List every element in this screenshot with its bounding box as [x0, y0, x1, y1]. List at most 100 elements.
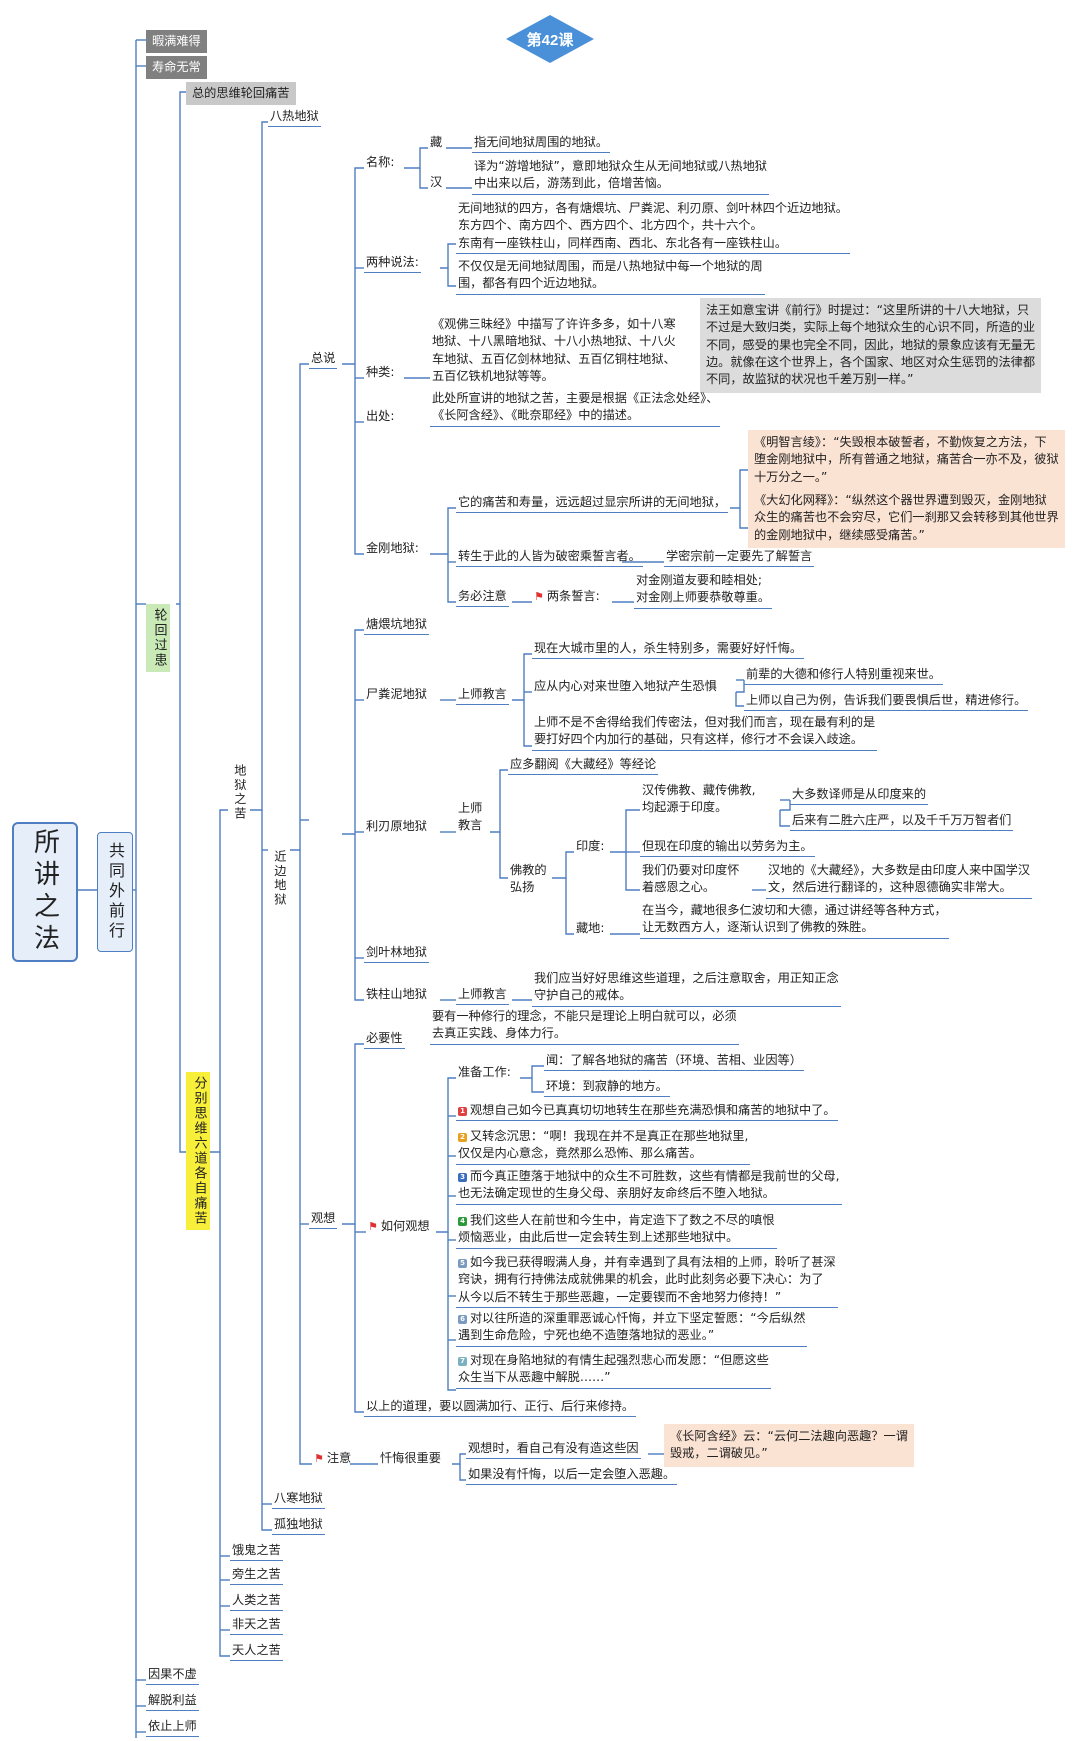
topic-node-n80[interactable]: 旁生之苦: [230, 1566, 283, 1586]
topic-node-n52[interactable]: 在当今，藏地很多仁波切和大德，通过讲经等各种方式， 让无数西方人，逐渐认识到了佛…: [640, 902, 949, 939]
topic-label: 藏: [430, 135, 443, 149]
topic-node-n43[interactable]: 佛教的 弘扬: [508, 862, 549, 897]
topic-node-n32[interactable]: 煻煨坑地狱: [364, 616, 429, 636]
topic-node-n23[interactable]: 金刚地狱:: [364, 540, 421, 557]
topic-node-n2[interactable]: 寿命无常: [146, 56, 207, 80]
topic-node-n24[interactable]: 它的痛苦和寿量，远远超过显宗所讲的无间地狱，: [456, 494, 729, 514]
topic-node-n25[interactable]: 《明智言绫》：“失毁根本破誓者，不勤恢复之方法，下 堕金刚地狱中，所有普通之地狱…: [748, 430, 1065, 490]
topic-node-n86[interactable]: 依止上师: [146, 1718, 199, 1738]
topic-node-n71[interactable]: 以上的道理，要以圆满加行、正行、后行来修持。: [364, 1398, 637, 1418]
topic-node-n37[interactable]: 前辈的大德和修行人特别重视来世。: [744, 666, 943, 686]
topic-node-n26[interactable]: 《大幻化网释》：“纵然这个器世界遭到毁灭，金刚地狱 众生的痛苦也不会穷尽，它们一…: [748, 488, 1065, 548]
topic-node-n84[interactable]: 因果不虚: [146, 1666, 199, 1686]
topic-label: 而今真正堕落于地狱中的众生不可胜数，这些有情都是我前世的父母, 也无法确定现世的…: [458, 1169, 840, 1201]
topic-label: 旁生之苦: [232, 1567, 281, 1581]
topic-label: 在当今，藏地很多仁波切和大德，通过讲经等各种方式， 让无数西方人，逐渐认识到了佛…: [642, 903, 947, 935]
topic-node-n17[interactable]: 不仅仅是无间地狱周围，而是八热地狱中每一个地狱的周 围，都各有四个近边地狱。: [456, 258, 765, 295]
topic-node-n34[interactable]: 上师教言: [456, 686, 509, 706]
topic-node-n6[interactable]: 地狱之苦: [228, 764, 249, 821]
topic-node-n19[interactable]: 《观佛三昧经》中描写了许许多多，如十八寒 地狱、十八黑暗地狱、十八小热地狱、十八…: [430, 316, 678, 385]
topic-label: 对金刚道友要和睦相处; 对金刚上师要恭敬尊重。: [636, 573, 771, 605]
topic-node-n75[interactable]: 《长阿含经》云：“云何二法趣向恶趣？一谓 毁戒，二谓破见。”: [664, 1424, 914, 1467]
topic-node-n57[interactable]: 必要性: [364, 1030, 405, 1050]
topic-node-n20[interactable]: 法王如意宝讲《前行》时提过：“这里所讲的十八大地狱，只 不过是大致归类，实际上每…: [700, 298, 1042, 393]
topic-node-n48[interactable]: 但现在印度的输出以劳务为主。: [640, 838, 815, 858]
topic-node-n53[interactable]: 剑叶林地狱: [364, 944, 429, 964]
topic-node-n76[interactable]: 如果没有忏悔，以后一定会堕入恶趣。: [466, 1466, 678, 1486]
topic-node-n59[interactable]: 观想: [309, 1210, 338, 1230]
topic-label: 对现在身陷地狱的有情生起强烈悲心而发愿：“但愿这些 众生当下从恶趣中解脱……”: [458, 1353, 769, 1385]
topic-node-n28[interactable]: 学密宗前一定要先了解誓言: [664, 548, 815, 568]
topic-node-n21[interactable]: 出处:: [364, 408, 396, 425]
topic-node-n60[interactable]: 如何观想: [366, 1218, 432, 1235]
topic-node-n79[interactable]: 饿鬼之苦: [230, 1542, 283, 1562]
topic-node-n22[interactable]: 此处所宣讲的地狱之苦，主要是根据《正法念处经》、 《长阿含经》、《毗奈耶经》中的…: [430, 390, 721, 427]
topic-label: 汉: [430, 175, 443, 189]
topic-node-n74[interactable]: 观想时，看自己有没有造这些因: [466, 1440, 641, 1460]
topic-node-n54[interactable]: 铁柱山地狱: [364, 986, 429, 1003]
topic-node-n8[interactable]: 近边地狱: [268, 850, 289, 907]
topic-node-n18[interactable]: 种类:: [364, 364, 396, 381]
topic-node-n36[interactable]: 应从内心对来世堕入地狱产生恐惧: [532, 678, 719, 695]
topic-node-n82[interactable]: 非天之苦: [230, 1616, 283, 1636]
topic-node-n78[interactable]: 孤独地狱: [272, 1516, 325, 1536]
topic-node-n81[interactable]: 人类之苦: [230, 1592, 283, 1612]
topic-node-n15[interactable]: 两种说法:: [364, 254, 421, 274]
topic-node-n50[interactable]: 汉地的《大藏经》，大多数是由印度人来中国学汉 文，然后进行翻译的，这种恩德确实非…: [766, 862, 1033, 899]
topic-node-n83[interactable]: 天人之苦: [230, 1642, 283, 1662]
root-topic[interactable]: 所讲之法: [12, 822, 78, 962]
topic-node-n51[interactable]: 藏地:: [574, 920, 606, 937]
topic-node-n45[interactable]: 大多数译师是从印度来的: [790, 786, 929, 806]
topic-node-n30[interactable]: 两条誓言:: [532, 588, 602, 605]
number-icon: 7: [458, 1357, 467, 1366]
topic-node-n55[interactable]: 上师教言: [456, 986, 509, 1006]
topic-node-n11[interactable]: 藏: [428, 134, 444, 151]
topic-node-n77[interactable]: 八寒地狱: [272, 1490, 325, 1510]
topic-node-n7[interactable]: 八热地狱: [268, 108, 321, 128]
topic-node-n27[interactable]: 转生于此的人皆为破密乘誓言者。: [456, 548, 643, 568]
topic-label: 不仅仅是无间地狱周围，而是八热地狱中每一个地狱的周 围，都各有四个近边地狱。: [458, 259, 763, 291]
topic-node-n14[interactable]: 译为“游增地狱”，意即地狱众生从无间地狱或八热地狱 中出来以后，游荡到此，倍增苦…: [472, 158, 769, 195]
topic-node-n10[interactable]: 名称:: [364, 154, 396, 171]
topic-node-n31[interactable]: 对金刚道友要和睦相处; 对金刚上师要恭敬尊重。: [634, 572, 773, 609]
topic-node-n56[interactable]: 我们应当好好思维这些道理，之后注意取舍，用正知正念 守护自己的戒体。: [532, 970, 841, 1007]
topic-node-n63[interactable]: 环境：到寂静的地方。: [544, 1078, 670, 1098]
topic-node-n61[interactable]: 准备工作:: [456, 1064, 513, 1081]
topic-node-n73[interactable]: 忏悔很重要: [378, 1450, 443, 1467]
topic-node-n42[interactable]: 上师 教言: [456, 800, 484, 835]
topic-node-n46[interactable]: 后来有二胜六庄严，以及千千万万智者们: [790, 812, 1014, 832]
topic-node-n72[interactable]: 注意: [312, 1450, 353, 1467]
topic-node-n33[interactable]: 尸粪泥地狱: [364, 686, 429, 703]
topic-label: 上师教言: [458, 987, 507, 1001]
topic-node-n16[interactable]: 无间地狱的四方，各有煻煨坑、尸粪泥、利刃原、剑叶林四个近边地狱。 东方四个、南方…: [456, 200, 850, 254]
topic-node-n40[interactable]: 应多翻阅《大藏经》等经论: [508, 756, 659, 776]
topic-node-n41[interactable]: 利刃原地狱: [364, 818, 429, 835]
topic-node-n1[interactable]: 暇满难得: [146, 30, 207, 54]
topic-node-n47[interactable]: 印度:: [574, 838, 606, 855]
subtopic-outer-preliminaries[interactable]: 共同外前行: [97, 832, 133, 952]
topic-node-n39[interactable]: 上师不是不舍得给我们传密法，但对我们而言，现在最有利的是 要打好四个内加行的基础…: [532, 714, 878, 751]
topic-node-n44[interactable]: 汉传佛教、藏传佛教, 均起源于印度。: [640, 782, 758, 817]
topic-node-n12[interactable]: 指无间地狱周围的地狱。: [472, 134, 611, 154]
topic-label: 应多翻阅《大藏经》等经论: [510, 757, 657, 771]
topic-node-n5[interactable]: 分别思维六道各自痛苦: [186, 1072, 211, 1230]
topic-node-n4[interactable]: 轮回过患: [146, 604, 171, 672]
topic-node-n38[interactable]: 上师以自己为例，告诉我们要畏惧后世，精进修行。: [744, 692, 1029, 712]
topic-node-n9[interactable]: 总说: [309, 350, 338, 370]
topic-node-n62[interactable]: 闻：了解各地狱的痛苦（环境、苦相、业因等）: [544, 1052, 804, 1072]
topic-node-n13[interactable]: 汉: [428, 174, 444, 191]
topic-label: 《明智言绫》：“失毁根本破誓者，不勤恢复之方法，下 堕金刚地狱中，所有普通之地狱…: [754, 435, 1059, 484]
topic-node-n58[interactable]: 要有一种修行的理念，不能只是理论上明白就可以，必须 去真正实践、身体力行。: [430, 1008, 739, 1045]
topic-node-n35[interactable]: 现在大城市里的人，杀生特别多，需要好好忏悔。: [532, 640, 805, 660]
topic-node-n3[interactable]: 总的思维轮回痛苦: [186, 82, 296, 106]
topic-node-n85[interactable]: 解脱利益: [146, 1692, 199, 1712]
topic-node-n49[interactable]: 我们仍要对印度怀 着感恩之心。: [640, 862, 742, 897]
topic-node-n29[interactable]: 务必注意: [456, 588, 509, 608]
